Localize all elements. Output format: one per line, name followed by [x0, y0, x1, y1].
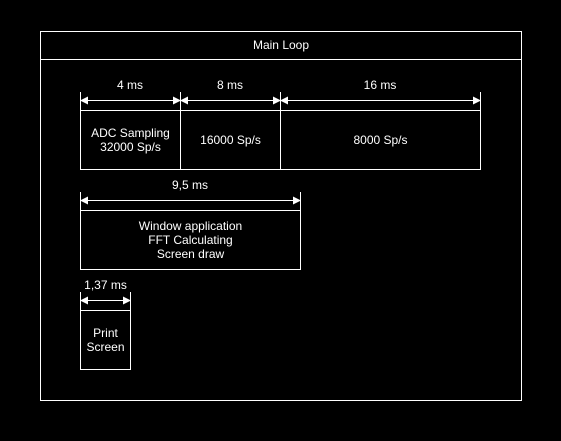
sampling-8k-label: 8000 Sp/s: [353, 133, 408, 147]
print-line1: Print: [93, 326, 118, 340]
screen-draw-line: Screen draw: [156, 247, 225, 261]
window-duration-label: 9,5 ms: [171, 178, 208, 192]
sampling-16k-label: 16000 Sp/s: [200, 133, 261, 147]
window-fft-block: Window application FFT Calculating Scree…: [80, 210, 301, 270]
fft-calculating-line: FFT Calculating: [148, 233, 233, 247]
adc-sampling-line1: ADC Sampling: [91, 126, 170, 140]
main-loop-title: Main Loop: [252, 38, 310, 52]
16k-duration-label: 8 ms: [216, 78, 243, 92]
main-loop-header: [40, 31, 522, 60]
adc-duration-label: 4 ms: [116, 78, 143, 92]
print-screen-block: Print Screen: [80, 310, 131, 370]
sampling-16k-block: 16000 Sp/s: [180, 110, 281, 170]
adc-sampling-line2: 32000 Sp/s: [100, 140, 161, 154]
8k-duration-label: 16 ms: [363, 78, 397, 92]
adc-sampling-block: ADC Sampling 32000 Sp/s: [80, 110, 181, 170]
window-application-line: Window application: [138, 219, 243, 233]
print-line2: Screen: [86, 340, 125, 354]
sampling-8k-block: 8000 Sp/s: [280, 110, 481, 170]
print-duration-label: 1,37 ms: [84, 278, 127, 292]
